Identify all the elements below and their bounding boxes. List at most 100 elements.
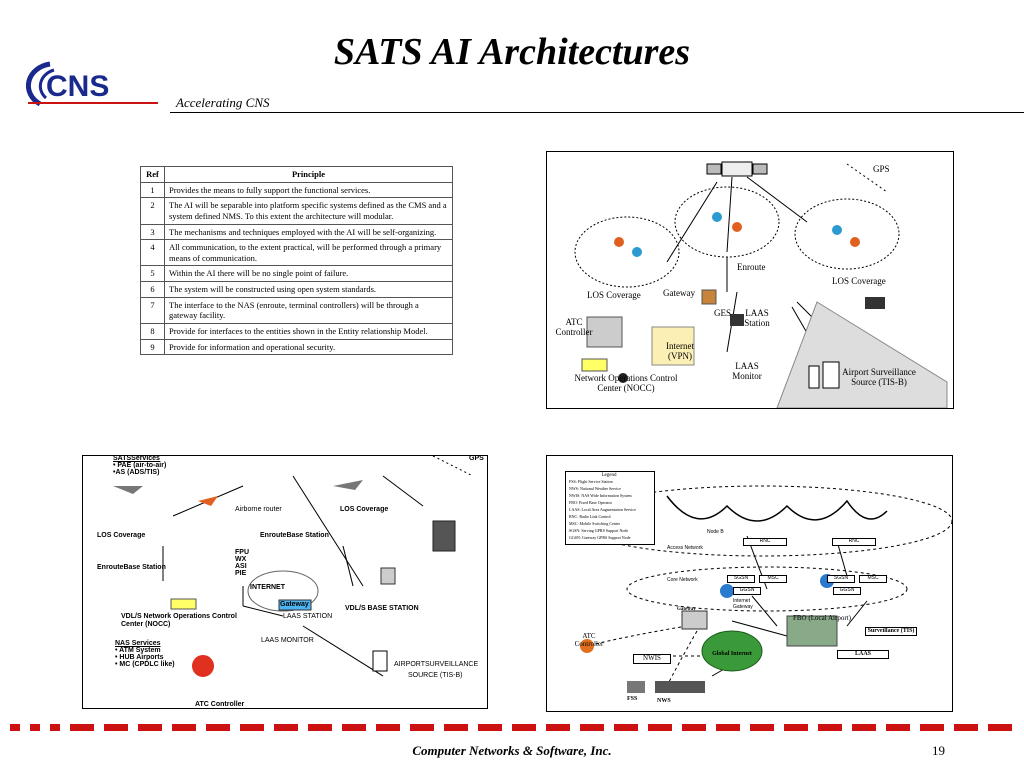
fig2-wx-label: WX [235,556,247,563]
row-principle: The mechanisms and techniques employed w… [164,223,453,241]
row-principle: The AI will be separable into platform s… [164,197,453,225]
row-ref: 3 [140,223,165,241]
fig2-drawing [113,456,474,679]
footer-dash-rule [10,724,1012,731]
architecture-diagram-bottom-left: SATSServices • PAE (air-to-air) •AS (ADS… [82,455,488,709]
fig2-nas-item: • MC (CPDLC like) [115,661,175,668]
legend-item: FSS: Flight Service Station [569,479,613,484]
table-header-row: Ref Principle [140,166,453,183]
legend-item: SGSN: Serving GPRS Support Node [569,528,629,533]
fig3-rnc-1-box: RNC [743,538,787,546]
fig3-fss-label: FSS [627,696,638,702]
row-ref: 1 [140,181,165,199]
footer-dash [512,724,536,731]
row-principle: Within the AI there will be no single po… [164,265,453,282]
footer-dash [886,724,910,731]
fig3-nws-label: NWS [657,698,671,704]
fig2-atc-controller-label: ATC Controller [195,701,245,708]
row-ref: 7 [140,296,165,324]
table-header-principle: Principle [164,166,453,183]
legend-item: GGSN: Gateway GPRS Support Node [569,535,631,540]
fig2-enroute-base-station-label: EnrouteBase Station [260,532,329,539]
fig1-los-left-label: LOS Coverage [587,290,641,300]
title-rule [170,112,1024,113]
footer-dash [682,724,706,731]
page-number: 19 [932,743,945,758]
slide-subtitle: Accelerating CNS [176,95,270,110]
fig3-internet-gateway-label: Internet Gateway [733,598,753,610]
fig3-atc-controller-label: ATC Controller [574,632,604,648]
logo-text: CNS [46,70,109,103]
fig3-msc-1-box: MSC [759,575,787,583]
footer-dash [716,724,740,731]
footer-dash [614,724,638,731]
fig2-nas-item: • ATM System [115,647,161,654]
row-principle: Provide for interfaces to the entities s… [164,322,453,340]
footer-dash [274,724,298,731]
legend-item: LAAS: Local Area Augmentation Service [569,507,636,512]
fig2-source-label: SOURCE (TIS-B) [408,672,463,679]
table-header-ref: Ref [140,166,165,183]
footer-dash [444,724,468,731]
row-principle: Provide for information and operational … [164,338,453,356]
fig3-node-b-label: Node B [707,529,724,535]
fig3-sgsn-1-box: SGSN [727,575,755,583]
footer-dash [30,724,40,731]
footer-dash [376,724,400,731]
fig1-ges-label: GES [714,308,732,318]
row-ref: 5 [140,265,165,282]
fig2-laas-monitor-label: LAAS MONITOR [261,637,314,644]
legend-item: NWS: National Weather Service [569,486,621,491]
fig2-los-coverage-left-label: LOS Coverage [97,532,146,539]
footer-dash [784,724,808,731]
legend-item: MSC: Mobile Switching Center [569,521,620,526]
row-principle: Provides the means to fully support the … [164,181,453,199]
fig2-nas-item: • HUB Airports [115,654,164,661]
fig3-legend [565,471,655,545]
row-principle: All communication, to the extent practic… [164,239,453,267]
footer-dash [70,724,94,731]
fig3-rnc-2-box: RNC [832,538,876,546]
footer-dash [206,724,230,731]
fig2-sats-services-label: SATSServices [113,455,160,462]
fig2-laas-station-label: LAAS STATION [283,613,333,620]
fig3-laas-box: LAAS [837,650,889,659]
footer-dash [988,724,1012,731]
footer-dash [954,724,978,731]
fig3-nwis-box: NWIS [633,654,671,664]
footer-dash [10,724,20,731]
fig3-surveillance-box: Surveillance (TIS) [865,627,917,636]
architecture-diagram-top: GPS Enroute LOS Coverage LOS Coverage Ga… [546,151,954,409]
footer-company: Computer Networks & Software, Inc. [412,743,612,758]
row-ref: 9 [140,338,165,356]
fig2-gateway-label: Gateway [280,601,309,608]
fig3-core-network-label: Core Network [667,577,698,583]
fig2-los-coverage-top-label: LOS Coverage [340,506,389,513]
fig3-legend-title: Legend [601,473,617,478]
fig3-access-network-label: Access Network [667,545,703,551]
network-diagram-bottom-right: Legend FSS: Flight Service Station NWS: … [546,455,953,712]
fig3-global-internet-label: Global Internet [712,651,752,657]
fig2-service-item: • PAE (air-to-air) [113,462,167,469]
fig1-los-right-label: LOS Coverage [832,276,886,286]
fig2-airborne-router-label: Airborne router [235,506,282,513]
row-ref: 6 [140,281,165,298]
fig1-nocc-label: Network Operations Control Center (NOCC) [574,373,678,393]
fig1-internet-label: Internet (VPN) [666,341,694,361]
footer-dash [478,724,502,731]
footer-dash [546,724,570,731]
footer-dash [648,724,672,731]
fig1-laas-station-label: LAAS Station [744,308,770,328]
fig2-internet-label: INTERNET [250,584,285,591]
row-ref: 2 [140,197,165,225]
row-principle: The interface to the NAS (enroute, termi… [164,296,453,324]
fig2-pie-label: PIE [235,570,247,577]
legend-item: FBO: Fixed Base Operator [569,500,612,505]
